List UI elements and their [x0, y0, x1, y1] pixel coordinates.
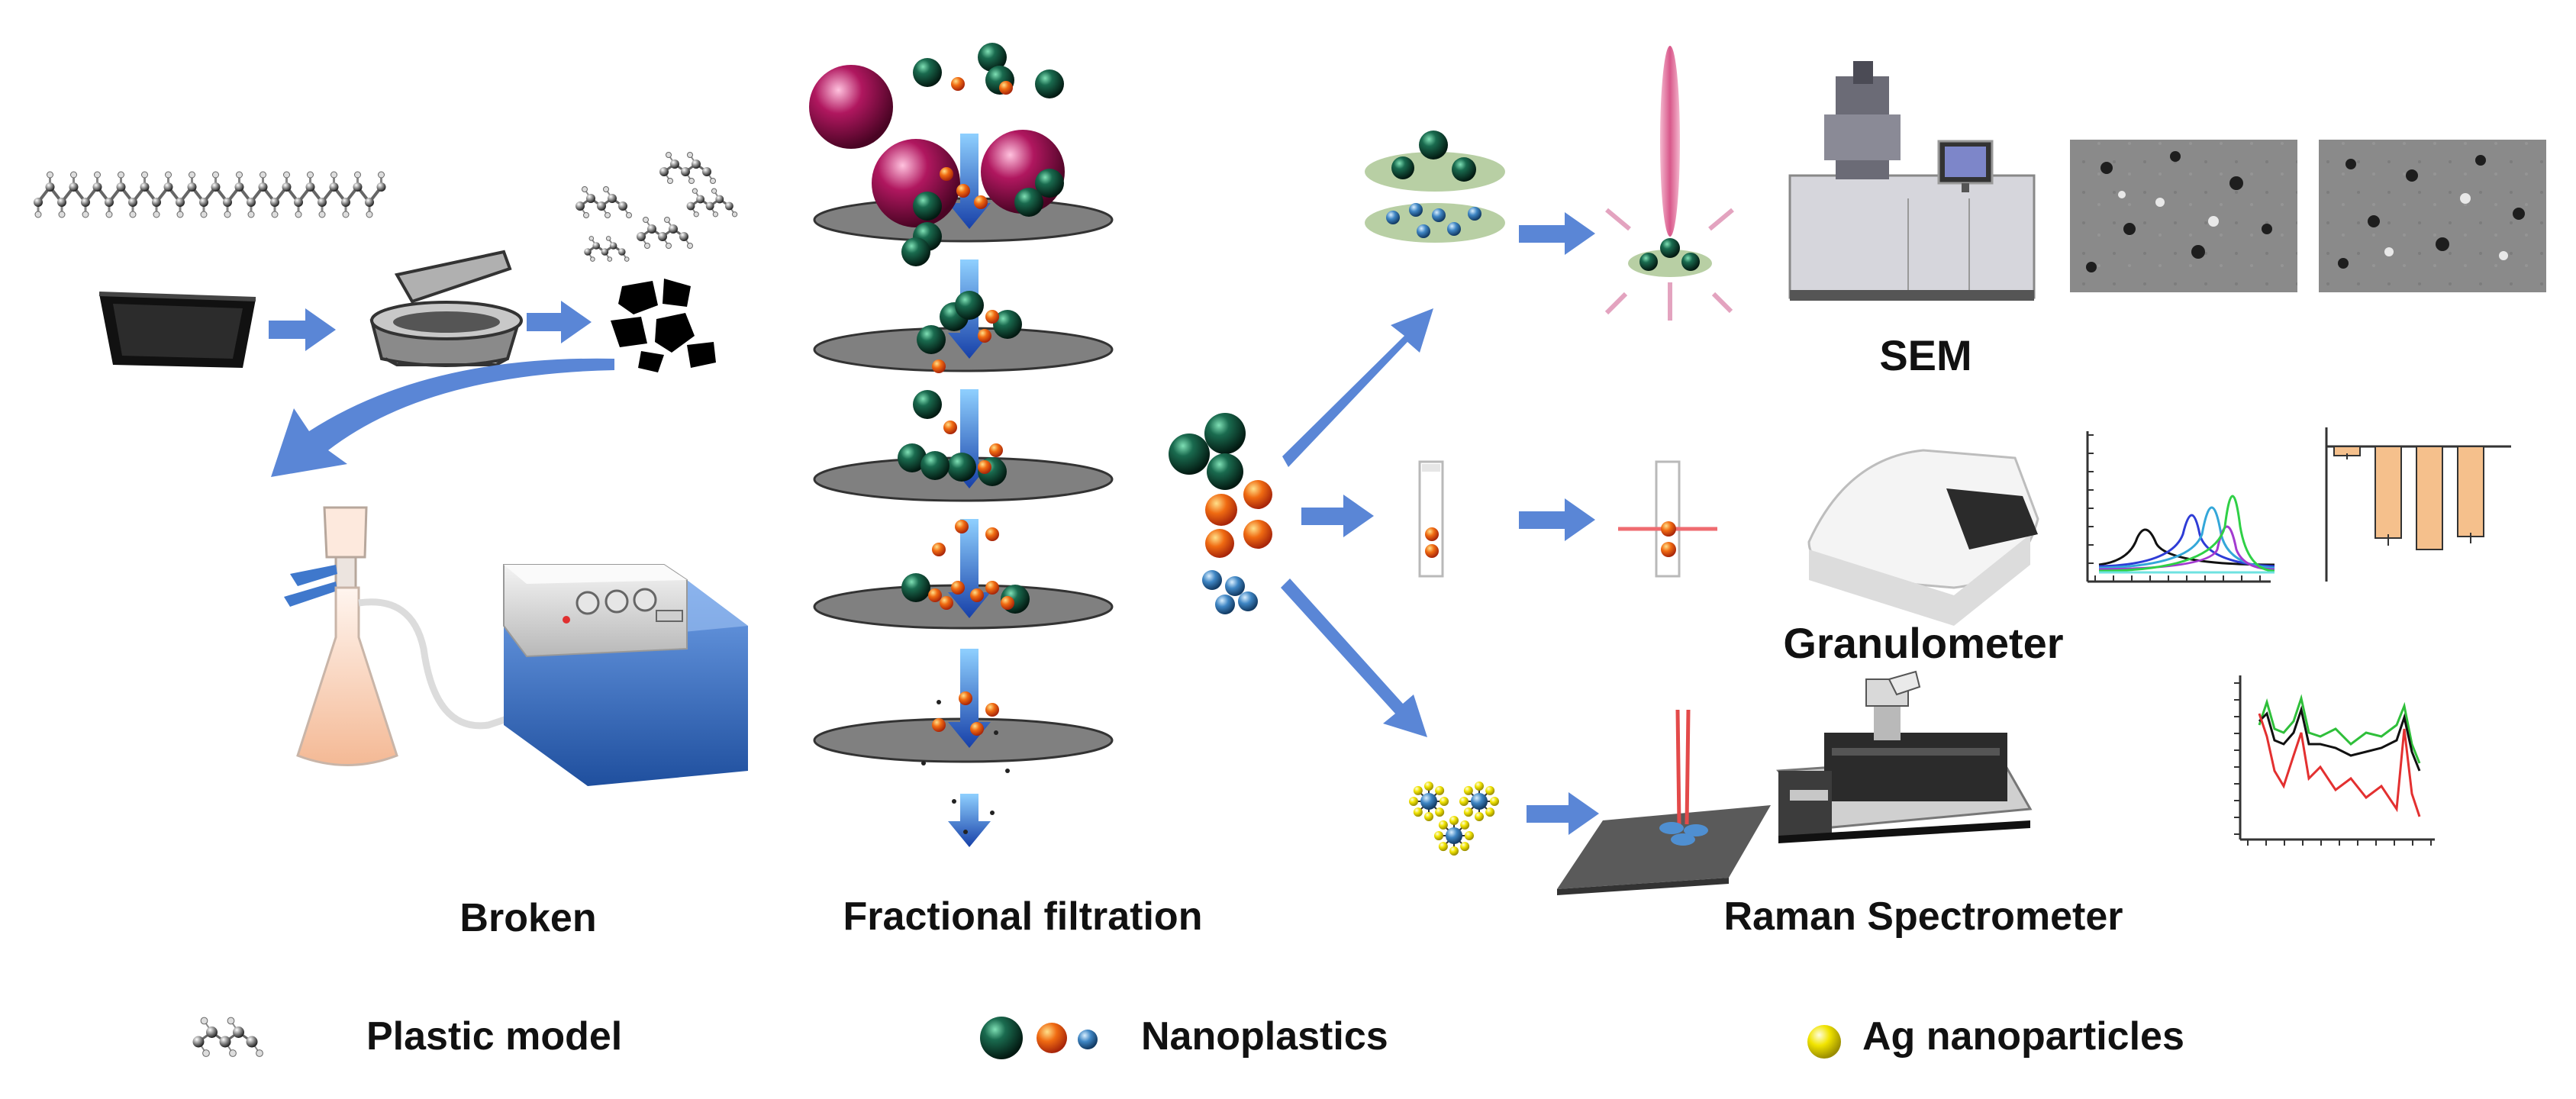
sem-image-2	[2319, 140, 2546, 292]
stage-label-fractional-filtration: Fractional filtration	[843, 894, 1203, 939]
granulometer-instrument-icon	[1807, 449, 2039, 626]
mortar-pestle-icon	[369, 250, 523, 367]
raman-instrument-icon	[1776, 670, 2033, 843]
zeta-bar-chart	[2325, 427, 2511, 582]
sem-sample-discs	[1365, 131, 1505, 243]
stage-label-broken: Broken	[459, 896, 596, 940]
legend-plastic-model-icon	[192, 1017, 263, 1057]
curved-arrow-to-filtration	[271, 358, 614, 477]
vacuum-filtration-icon	[284, 506, 748, 786]
cuvette-icon	[1418, 460, 1444, 578]
legend-nanoplastics-icon	[980, 1017, 1098, 1059]
stage-label-raman-spectrometer: Raman Spectrometer	[1723, 894, 2123, 939]
raman-sample-stage	[1557, 709, 1771, 895]
raman-spectrum-chart	[2234, 675, 2435, 846]
legend-label-nanoplastics: Nanoplastics	[1141, 1014, 1388, 1059]
legend-ag-nanoparticle-icon	[1807, 1025, 1841, 1059]
plastic-chain-icon	[34, 171, 386, 218]
sem-image-1	[2070, 140, 2297, 292]
tray-icon	[98, 292, 256, 368]
arrow-mortar-to-fragments	[527, 301, 592, 343]
legend-label-ag-nanoparticles: Ag nanoparticles	[1862, 1014, 2184, 1059]
fragments-icon	[611, 279, 716, 372]
electron-beam-icon	[1604, 46, 1734, 321]
ag-nanoparticle-clusters	[1409, 782, 1499, 856]
plastic-fragment-molecules	[575, 152, 738, 262]
sem-instrument-icon	[1788, 61, 2036, 301]
separated-nanoplastics	[1169, 413, 1272, 614]
cuvette-laser-icon	[1618, 460, 1717, 578]
instrument-label-sem: SEM	[1879, 331, 1971, 379]
legend-label-plastic-model: Plastic model	[366, 1014, 622, 1059]
filtration-particles	[898, 43, 1064, 834]
arrows-to-methods	[1281, 212, 1599, 835]
arrow-tray-to-mortar	[269, 308, 336, 351]
instrument-label-granulometer: Granulometer	[1783, 619, 2063, 667]
size-distribution-chart	[2086, 431, 2275, 583]
